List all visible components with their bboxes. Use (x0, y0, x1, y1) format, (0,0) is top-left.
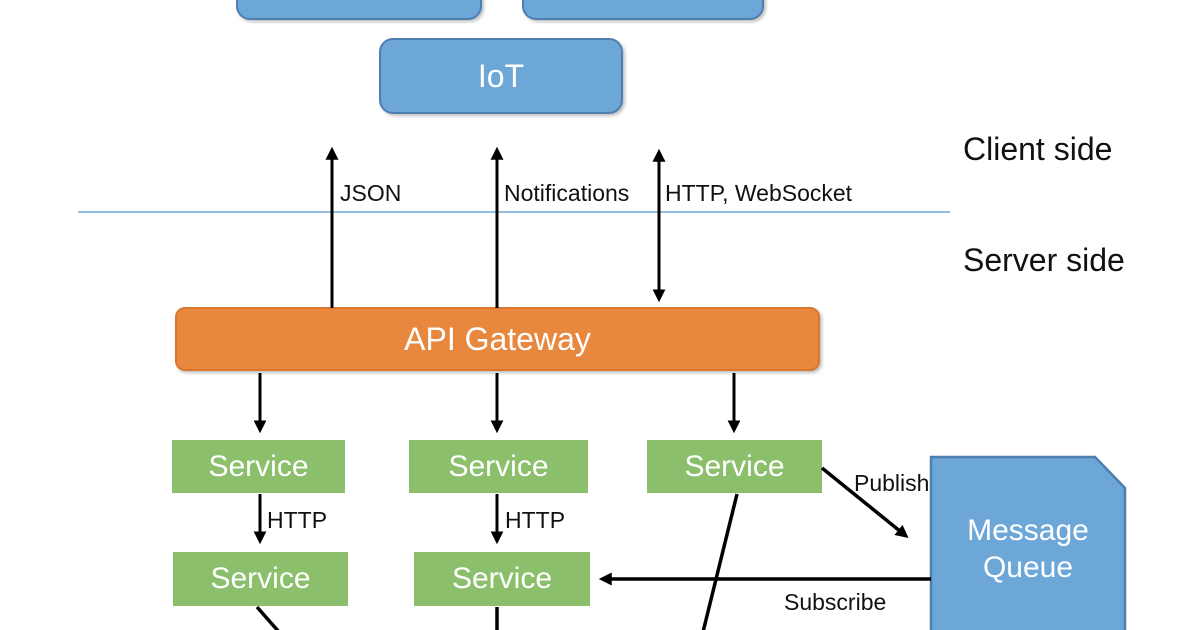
client-device-box-1 (236, 0, 482, 20)
http-middle-label: HTTP (505, 507, 566, 533)
iot-node: IoT (379, 38, 623, 114)
edge-service3-down (701, 493, 739, 630)
service-node-5: Service (414, 552, 590, 606)
http-left-label: HTTP (267, 507, 328, 533)
service-node-3: Service (647, 440, 822, 493)
subscribe-label: Subscribe (784, 589, 887, 615)
publish-label: Publish (854, 470, 930, 496)
service-node-2: Service (409, 440, 588, 493)
server-side-label: Server side (963, 242, 1125, 278)
service-node-1: Service (172, 440, 345, 493)
notifications-label: Notifications (504, 180, 630, 206)
api-gateway-node: API Gateway (175, 307, 820, 371)
client-side-label: Client side (963, 131, 1113, 167)
json-label: JSON (340, 180, 402, 206)
message-queue-label: Message Queue (967, 514, 1089, 584)
service-node-4: Service (173, 552, 348, 606)
edge-service4-down (255, 605, 280, 630)
http-websocket-label: HTTP, WebSocket (665, 180, 853, 206)
client-device-box-2 (522, 0, 764, 20)
